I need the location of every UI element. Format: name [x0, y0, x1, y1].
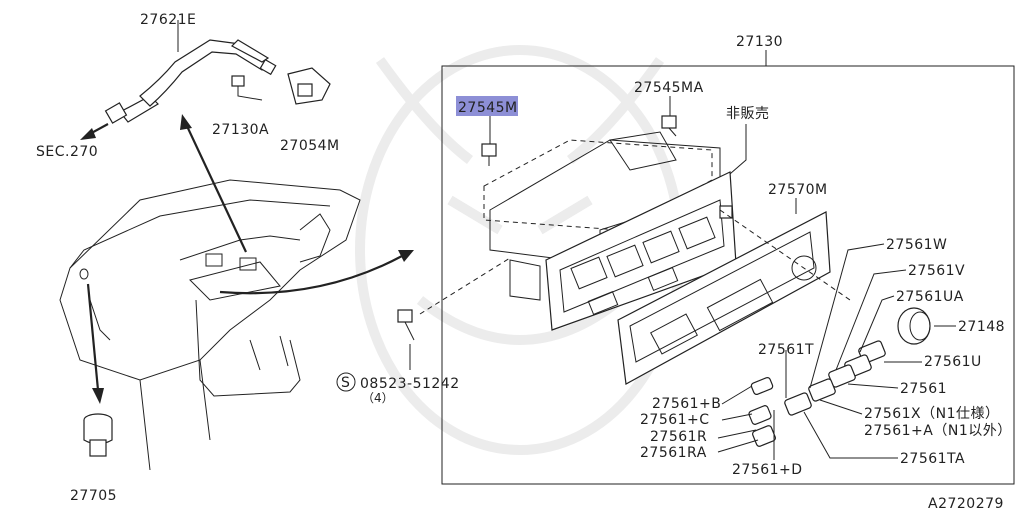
clip-27705[interactable]	[83, 413, 113, 457]
label-27570M: 27570M	[768, 182, 828, 198]
buttons-cluster[interactable]	[748, 340, 886, 447]
label-qty-4: （4）	[362, 391, 394, 405]
sensor-27054M[interactable]	[287, 67, 331, 105]
screw-27545M[interactable]	[481, 143, 497, 166]
screw-symbol-s	[336, 372, 356, 392]
label-27054M: 27054M	[280, 138, 340, 154]
screw-08523-51242[interactable]	[397, 309, 415, 341]
bezel-27570M[interactable]	[617, 211, 831, 385]
label-27561U: 27561U	[924, 354, 982, 370]
label-not-for-sale: 非販売	[726, 106, 770, 122]
bolt-27130A[interactable]	[231, 75, 263, 101]
dashboard-illustration	[59, 179, 361, 471]
assembly-frame-27130	[441, 65, 1015, 485]
arrow-to-27705	[86, 283, 100, 391]
diagram-id: A2720279	[928, 496, 1004, 511]
label-27130: 27130	[736, 34, 783, 50]
label-27561X: 27561X（N1仕様）	[864, 406, 1000, 422]
arrow-to-control-unit	[219, 255, 403, 295]
label-27545MA: 27545MA	[634, 80, 704, 96]
label-27621E: 27621E	[140, 12, 196, 28]
label-27561B: 27561+B	[652, 396, 721, 412]
label-08523-51242: 08523-51242	[360, 376, 460, 392]
label-27561C: 27561+C	[640, 412, 710, 428]
arrow-to-hose	[185, 123, 247, 253]
label-27561A: 27561+A（N1以外）	[864, 423, 1012, 439]
label-27148: 27148	[958, 319, 1005, 335]
hose-assembly-27621E[interactable]	[104, 39, 277, 124]
label-27561W: 27561W	[886, 237, 947, 253]
screw-27545MA[interactable]	[661, 115, 677, 137]
label-27561: 27561	[900, 381, 947, 397]
label-27130A: 27130A	[212, 122, 269, 138]
label-screw-s: S	[341, 375, 350, 391]
label-27705: 27705	[70, 488, 117, 504]
label-27561V: 27561V	[908, 263, 965, 279]
label-27561T: 27561T	[758, 342, 814, 358]
label-27561D: 27561+D	[732, 462, 803, 478]
label-sec270: SEC.270	[36, 144, 98, 160]
knob-27148[interactable]	[897, 307, 931, 345]
label-27561UA: 27561UA	[896, 289, 964, 305]
highlight-27545M	[456, 96, 518, 116]
label-27561RA: 27561RA	[640, 445, 707, 461]
label-27561TA: 27561TA	[900, 451, 965, 467]
screw-panel[interactable]	[719, 205, 733, 219]
label-27545M[interactable]: 27545M	[458, 100, 518, 116]
label-27561R: 27561R	[650, 429, 707, 445]
